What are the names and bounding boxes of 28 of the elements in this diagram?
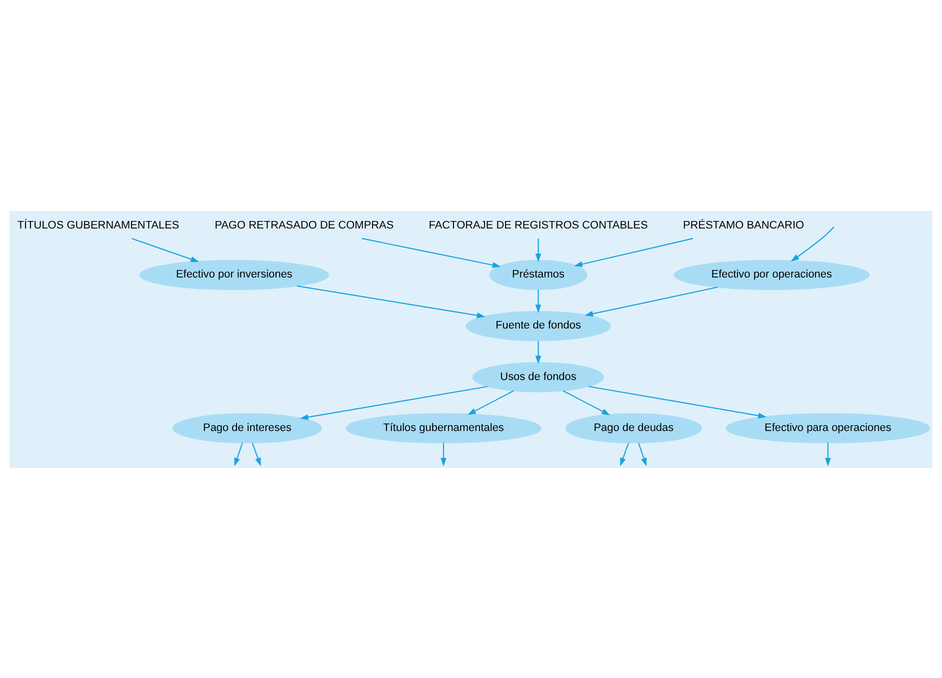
node-ellipse: Títulos gubernamentales bbox=[346, 412, 542, 443]
arrow bbox=[824, 442, 831, 466]
node-text: PAGO RETRASADO DE COMPRAS bbox=[214, 219, 394, 232]
arrow bbox=[440, 442, 446, 466]
arrow bbox=[620, 442, 630, 466]
node-ellipse: Usos de fondos bbox=[472, 362, 604, 392]
arrow bbox=[574, 237, 694, 266]
arrow bbox=[584, 286, 718, 316]
node-ellipse: Efectivo por inversiones bbox=[139, 259, 330, 290]
node-text: TÍTULOS GUBERNAMENTALES bbox=[17, 219, 180, 232]
arrow bbox=[468, 390, 514, 414]
arrow bbox=[132, 237, 200, 262]
arrow bbox=[535, 340, 542, 364]
arrow bbox=[790, 226, 834, 262]
arrow bbox=[362, 237, 501, 268]
arrow bbox=[638, 442, 647, 466]
arrow bbox=[252, 442, 261, 466]
node-ellipse: Efectivo por operaciones bbox=[674, 259, 870, 290]
arrow bbox=[562, 390, 610, 415]
node-ellipse: Pago de deudas bbox=[565, 412, 702, 443]
arrow bbox=[296, 284, 486, 318]
arrow bbox=[588, 385, 767, 418]
arrow bbox=[535, 238, 542, 262]
node-text: PRÉSTAMO BANCARIO bbox=[682, 219, 804, 232]
arrow bbox=[234, 442, 243, 466]
arrow bbox=[300, 385, 488, 420]
arrow bbox=[535, 289, 542, 313]
node-text: FACTORAJE DE REGISTROS CONTABLES bbox=[428, 219, 648, 232]
